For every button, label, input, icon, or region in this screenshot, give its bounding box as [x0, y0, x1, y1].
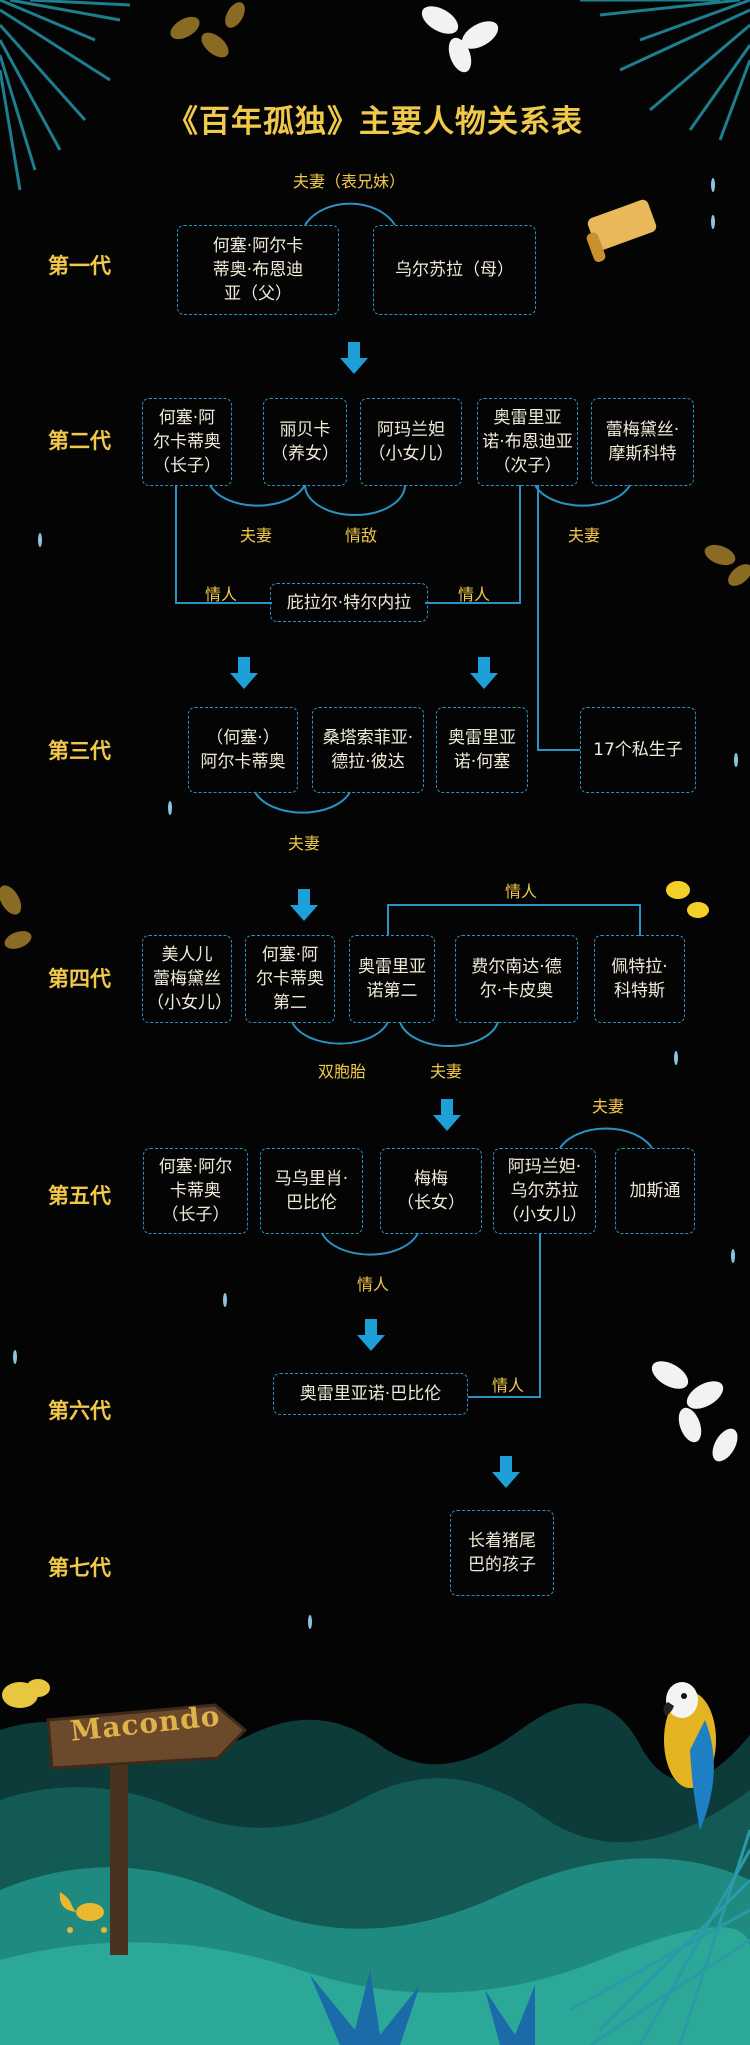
relation-label-g2-couple-right: 夫妻 — [568, 526, 601, 545]
person-aureliano-buendia: 奥雷里亚 诺·布恩迪亚 （次子） — [477, 398, 578, 486]
jungle-scene — [0, 1682, 750, 2045]
person-mauricio-babilonia: 马乌里肖· 巴比伦 — [260, 1148, 363, 1234]
couple-arc-g2-right — [534, 484, 631, 507]
leaf-icon — [0, 2, 750, 949]
person-pilar-ternera: 庇拉尔·特尔内拉 — [270, 583, 428, 622]
lover-arc-g5 — [321, 1232, 419, 1256]
down-arrow-icon — [357, 1319, 385, 1351]
person-pig-tail-child: 长着猪尾 巴的孩子 — [450, 1510, 554, 1596]
down-arrow-icon — [433, 1099, 461, 1131]
relation-label-g2-lover-right: 情人 — [458, 585, 491, 604]
generation-label-7: 第七代 — [48, 1556, 111, 1580]
relation-label-g2-rivals: 情敌 — [345, 526, 378, 545]
couple-arc-g5 — [559, 1127, 653, 1149]
lover-bracket-g4 — [387, 904, 641, 936]
down-arrow-icon — [230, 657, 258, 689]
relation-label-g5-couple: 夫妻 — [592, 1097, 625, 1116]
generation-label-3: 第三代 — [48, 739, 111, 763]
relation-label-g1-couple: 夫妻（表兄妹） — [293, 172, 406, 191]
person-aureliano-segundo: 奥雷里亚 诺第二 — [349, 935, 435, 1023]
person-remedios-the-beauty: 美人儿 蕾梅黛丝 （小女儿） — [142, 935, 232, 1023]
person-gaston: 加斯通 — [615, 1148, 695, 1234]
person-g3-arcadio: （何塞·） 阿尔卡蒂奥 — [188, 707, 298, 793]
person-rebeca: 丽贝卡 （养女） — [263, 398, 347, 486]
couple-arc-g1 — [304, 202, 396, 226]
generation-label-5: 第五代 — [48, 1184, 111, 1208]
raindrop-icon — [13, 178, 738, 1629]
palm-leaf-icon — [569, 1829, 750, 2045]
down-arrow-icon — [470, 657, 498, 689]
relation-label-g5-lover: 情人 — [357, 1275, 390, 1294]
person-seventeen-sons: 17个私生子 — [580, 707, 696, 793]
couple-arc-g3 — [254, 791, 351, 814]
person-jose-arcadio-segundo: 何塞·阿 尔卡蒂奥 第二 — [245, 935, 335, 1023]
couple-arc-g4 — [399, 1021, 499, 1048]
palm-leaf-icon — [0, 0, 131, 191]
person-petra-cotes: 佩特拉· 科特斯 — [594, 935, 685, 1023]
palm-leaf-icon — [580, 0, 750, 141]
person-meme: 梅梅 （长女） — [380, 1148, 482, 1234]
signpost-icon — [46, 1703, 248, 1955]
generation-label-2: 第二代 — [48, 429, 111, 453]
butterfly-icon — [2, 881, 709, 1708]
person-g5-jose-arcadio: 何塞·阿尔 卡蒂奥 （长子） — [143, 1148, 248, 1234]
leaf-icon — [421, 6, 738, 1462]
person-remedios-moscote: 蕾梅黛丝· 摩斯科特 — [591, 398, 694, 486]
person-fernanda: 费尔南达·德 尔·卡皮奥 — [455, 935, 578, 1023]
person-g2-jose-arcadio: 何塞·阿 尔卡蒂奥 （长子） — [142, 398, 232, 486]
person-amaranta-ursula: 阿玛兰妲· 乌尔苏拉 （小女儿） — [493, 1148, 596, 1234]
scroll-icon — [586, 199, 657, 262]
relation-label-g3-couple: 夫妻 — [288, 834, 321, 853]
person-santa-sofia: 桑塔索菲亚· 德拉·彼达 — [312, 707, 424, 793]
down-arrow-icon — [290, 889, 318, 921]
person-jose-arcadio-buendia: 何塞·阿尔卡 蒂奥·布恩迪 亚（父） — [177, 225, 339, 315]
person-aureliano-babilonia: 奥雷里亚诺·巴比伦 — [273, 1373, 468, 1415]
scorpion-icon — [59, 1892, 107, 1933]
parrot-icon — [663, 1682, 716, 1830]
person-aureliano-jose: 奥雷里亚 诺·何塞 — [436, 707, 528, 793]
relation-label-g4-lover: 情人 — [505, 882, 538, 901]
relation-label-g4-couple: 夫妻 — [430, 1062, 463, 1081]
relation-label-g2-lover-left: 情人 — [205, 585, 238, 604]
twins-arc-g4 — [291, 1021, 389, 1045]
down-arrow-icon — [340, 342, 368, 374]
generation-label-1: 第一代 — [48, 254, 111, 278]
lover-line-right — [425, 485, 521, 604]
page-title: 《百年孤独》主要人物关系表 — [167, 104, 583, 140]
generation-label-6: 第六代 — [48, 1399, 111, 1423]
rival-arc-g2 — [304, 484, 406, 516]
seventeen-sons-line — [537, 485, 580, 751]
couple-arc-g2-left — [209, 484, 306, 507]
lover-line-g6 — [468, 1233, 541, 1398]
down-arrow-icon — [492, 1456, 520, 1488]
person-amaranta: 阿玛兰妲 （小女儿） — [360, 398, 462, 486]
generation-label-4: 第四代 — [48, 967, 111, 991]
relation-label-g6-lover: 情人 — [492, 1376, 525, 1395]
relation-label-g2-couple-left: 夫妻 — [240, 526, 273, 545]
lover-line-left — [175, 485, 272, 604]
person-ursula: 乌尔苏拉（母） — [373, 225, 536, 315]
relation-label-g4-twins: 双胞胎 — [318, 1062, 367, 1081]
